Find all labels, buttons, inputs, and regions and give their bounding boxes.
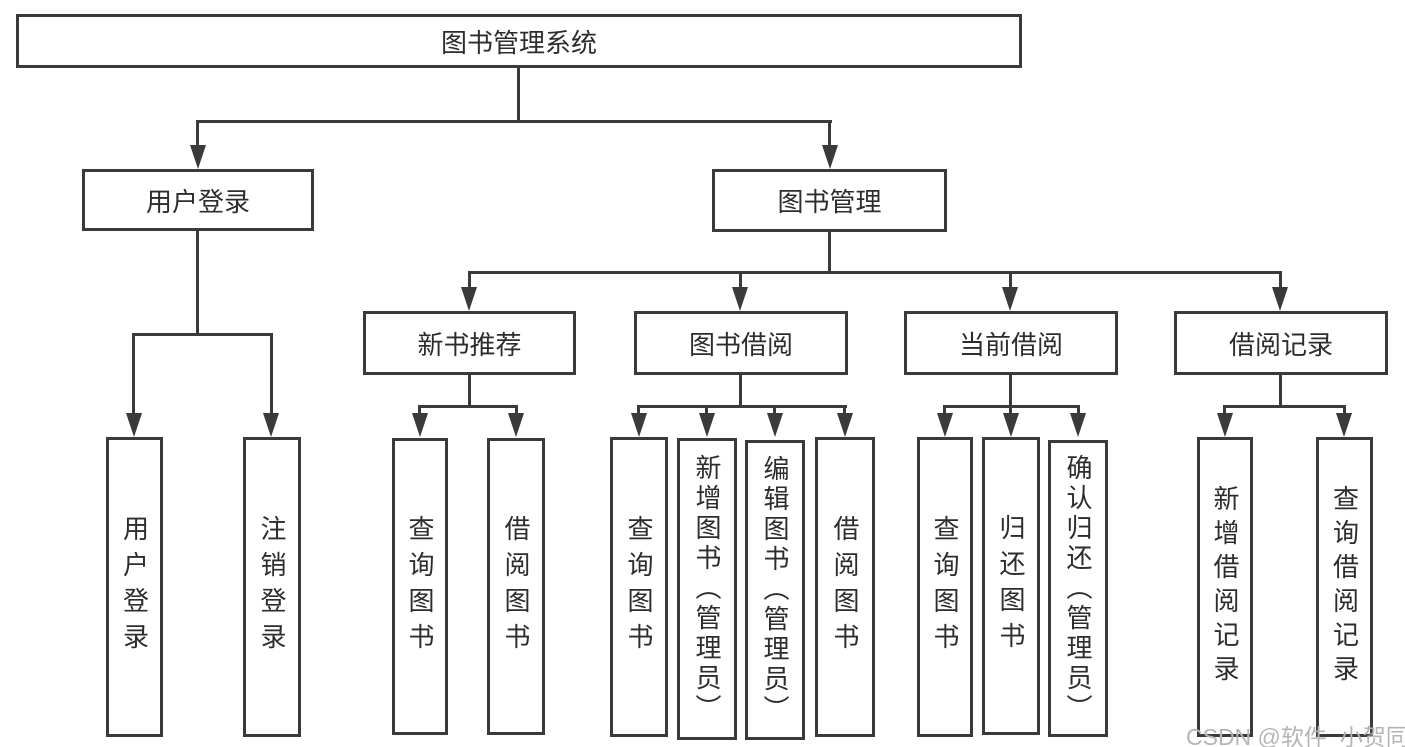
- leaf-nbr-borrow-books: 借阅图书: [487, 438, 545, 735]
- connector-cb-drop-1: [943, 405, 946, 416]
- connector-drop-book-management: [828, 120, 831, 150]
- arrowhead-bb-leaf-2: [699, 413, 715, 437]
- arrowhead-new-book-recommend: [461, 287, 477, 311]
- arrowhead-bb-leaf-4: [837, 413, 853, 437]
- arrowhead-cb-leaf-1: [937, 413, 953, 437]
- leaf-logout-label: 注销登录: [257, 515, 287, 659]
- leaf-bb-query-books: 查询图书: [610, 437, 668, 737]
- arrowhead-nbr-leaf-2: [508, 413, 524, 437]
- node-book-borrow: 图书借阅: [634, 311, 848, 375]
- connector-bm-drop-1: [468, 271, 471, 291]
- leaf-bb-edit-books: 编辑图书（管理员）: [745, 440, 805, 740]
- leaf-cb-return-books-label: 归还图书: [996, 514, 1026, 658]
- leaf-cb-query-books-label: 查询图书: [930, 515, 960, 659]
- leaf-br-query-record: 查询借阅记录: [1316, 437, 1373, 737]
- leaf-user-login-label: 用户登录: [119, 515, 150, 659]
- connector-ul-drop-2: [270, 333, 273, 415]
- arrowhead-cb-leaf-3: [1070, 413, 1086, 437]
- connector-bm-drop-2: [739, 271, 742, 291]
- leaf-cb-query-books: 查询图书: [917, 437, 973, 737]
- arrowhead-borrow-records: [1272, 287, 1288, 311]
- connector-br-drop-2: [1343, 405, 1346, 416]
- arrowhead-br-leaf-1: [1217, 413, 1233, 437]
- connector-bb-drop-4: [843, 405, 846, 416]
- connector-ul-stem: [196, 231, 199, 334]
- leaf-nbr-query-books-label: 查询图书: [405, 514, 435, 659]
- connector-ul-hline: [132, 333, 272, 336]
- connector-root-stem: [517, 68, 520, 120]
- connector-nbr-drop-2: [515, 405, 518, 416]
- leaf-bb-borrow-books: 借阅图书: [815, 437, 875, 737]
- connector-br-hline: [1223, 405, 1346, 408]
- arrowhead-br-leaf-2: [1336, 413, 1352, 437]
- connector-cb-drop-3: [1077, 405, 1080, 416]
- connector-cb-stem: [1009, 375, 1012, 408]
- node-user-login-label: 用户登录: [145, 186, 250, 217]
- connector-bm-stem: [828, 232, 831, 272]
- leaf-bb-edit-books-label: 编辑图书（管理员）: [760, 455, 790, 725]
- node-borrow-records-label: 借阅记录: [1228, 329, 1333, 360]
- connector-bb-drop-2: [705, 405, 708, 416]
- leaf-cb-confirm-return-label: 确认归还（管理员）: [1063, 453, 1093, 724]
- leaf-br-add-record: 新增借阅记录: [1197, 437, 1253, 737]
- connector-nbr-drop-1: [418, 405, 421, 416]
- arrowhead-cb-leaf-2: [1003, 413, 1019, 437]
- leaf-logout: 注销登录: [243, 437, 301, 737]
- connector-bb-hline: [637, 405, 847, 408]
- leaf-cb-return-books: 归还图书: [982, 437, 1040, 735]
- node-new-book-recommend-label: 新书推荐: [417, 329, 522, 360]
- leaf-bb-borrow-books-label: 借阅图书: [830, 515, 860, 659]
- connector-bm-drop-4: [1279, 271, 1282, 291]
- node-borrow-records: 借阅记录: [1174, 311, 1388, 375]
- arrowhead-bb-leaf-3: [767, 413, 783, 437]
- connector-bm-hline: [468, 271, 1282, 274]
- connector-nbr-stem: [468, 375, 471, 408]
- leaf-bb-add-books-label: 新增图书（管理员）: [692, 454, 722, 724]
- csdn-watermark: CSDN @软件_小贺同学: [1186, 724, 1405, 747]
- node-user-login: 用户登录: [82, 169, 314, 231]
- arrowhead-current-borrow: [1002, 287, 1018, 311]
- connector-root-hline: [197, 120, 832, 123]
- connector-ul-drop-1: [132, 333, 135, 415]
- arrowhead-ul-leaf-2: [263, 413, 279, 437]
- node-current-borrow-label: 当前借阅: [958, 329, 1063, 360]
- connector-nbr-hline: [418, 405, 518, 408]
- connector-drop-user-login: [196, 120, 199, 150]
- arrowhead-book-management: [822, 145, 838, 169]
- node-book-borrow-label: 图书借阅: [688, 329, 793, 360]
- node-current-borrow: 当前借阅: [904, 311, 1118, 375]
- leaf-br-add-record-label: 新增借阅记录: [1210, 485, 1240, 689]
- node-new-book-recommend: 新书推荐: [363, 311, 576, 375]
- node-root: 图书管理系统: [16, 14, 1022, 68]
- leaf-bb-query-books-label: 查询图书: [624, 515, 654, 659]
- leaf-user-login: 用户登录: [106, 437, 163, 737]
- node-book-management: 图书管理: [712, 169, 947, 232]
- node-root-label: 图书管理系统: [440, 27, 597, 58]
- arrowhead-user-login: [190, 145, 206, 169]
- connector-br-drop-1: [1223, 405, 1226, 416]
- leaf-nbr-query-books: 查询图书: [392, 438, 448, 735]
- connector-bm-drop-3: [1009, 271, 1012, 291]
- connector-br-stem: [1279, 375, 1282, 408]
- arrowhead-book-borrow: [732, 287, 748, 311]
- leaf-nbr-borrow-books-label: 借阅图书: [501, 514, 531, 659]
- leaf-bb-add-books: 新增图书（管理员）: [677, 438, 737, 740]
- arrowhead-nbr-leaf-1: [412, 413, 428, 437]
- node-book-management-label: 图书管理: [777, 187, 882, 217]
- connector-bb-drop-1: [637, 405, 640, 416]
- leaf-cb-confirm-return: 确认归还（管理员）: [1048, 440, 1108, 737]
- connector-bb-drop-3: [773, 405, 776, 416]
- connector-cb-drop-2: [1009, 405, 1012, 416]
- arrowhead-ul-leaf-1: [126, 413, 142, 437]
- leaf-br-query-record-label: 查询借阅记录: [1329, 485, 1360, 689]
- arrowhead-bb-leaf-1: [631, 413, 647, 437]
- connector-bb-stem: [739, 375, 742, 408]
